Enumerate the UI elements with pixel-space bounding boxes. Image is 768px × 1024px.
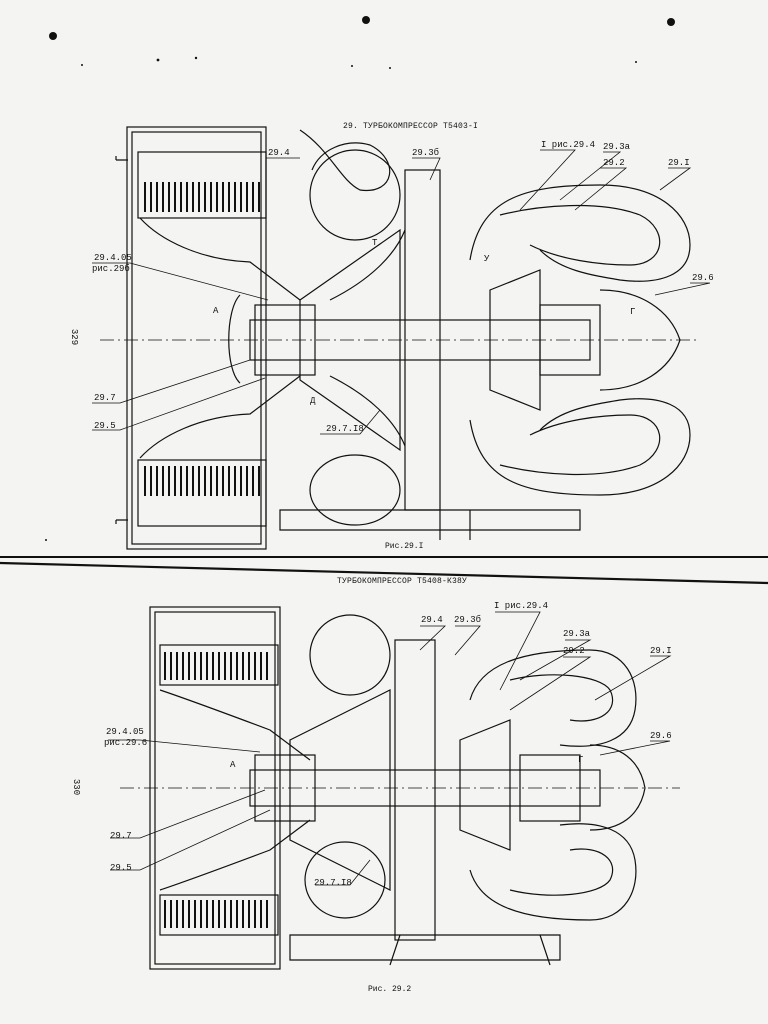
fig1-label-29-6: 29.6	[692, 273, 714, 283]
fig1-label-G: Г	[630, 307, 636, 317]
fig2-lines	[108, 606, 680, 970]
fig1-caption: Рис.29.I	[385, 542, 424, 551]
fig2-label-29-7: 29.7	[110, 831, 132, 841]
fig1-label-ris-29b: рис.29б	[92, 264, 130, 274]
fig2-label-29-5: 29.5	[110, 863, 132, 873]
fig2-label-29-4: 29.4	[421, 615, 443, 625]
fig1-label-29-1: 29.I	[668, 158, 690, 168]
fig1-label-29-7-18: 29.7.I8	[326, 424, 364, 434]
fig1-label-29-4: 29.4	[268, 148, 290, 158]
fig2-label-29-7-18: 29.7.I8	[314, 878, 352, 888]
fig1-label-D: Д	[310, 396, 316, 406]
fig1-label-ref: I рис.29.4	[541, 140, 596, 150]
fig2-label-29-3b: 29.3б	[454, 615, 482, 625]
fig1-page-number: 329	[69, 328, 80, 346]
fig2-label-29-2: 29.2	[563, 646, 585, 656]
fig1-label-29-3b: 29.3б	[412, 148, 440, 158]
fig1-label-29-5: 29.5	[94, 421, 116, 431]
fig1-label-29-4-05: 29.4.05	[94, 253, 132, 263]
fig2-label-ref: I рис.29.4	[494, 601, 549, 611]
fig2-label-A: А	[230, 760, 236, 770]
fig1-label-29-3a: 29.3а	[603, 142, 631, 152]
fig2-title: ТУРБОКОМПРЕССОР Т5408-К38У	[337, 577, 468, 586]
fig1-label-A: А	[213, 306, 219, 316]
fig2-label-29-1: 29.I	[650, 646, 672, 656]
fig2-caption: Рис. 29.2	[368, 985, 412, 994]
fig2-label-ris-29-6: рис.29.6	[104, 738, 148, 748]
binder-marks	[49, 16, 675, 69]
fig1-label-T: Т	[372, 238, 378, 248]
fig1-lines	[92, 126, 711, 550]
fig1-label-29-2: 29.2	[603, 158, 625, 168]
fig2-label-29-4-05: 29.4.05	[106, 727, 144, 737]
fig2-page-number: 330	[71, 778, 82, 796]
fig1-title: 29. ТУРБОКОМПРЕССОР Т5403-I	[343, 122, 479, 131]
fig2-label-29-3a: 29.3а	[563, 629, 591, 639]
fig2-label-29-6: 29.6	[650, 731, 672, 741]
fig1-label-U: У	[484, 254, 490, 264]
fig2-label-G: Г	[578, 755, 584, 765]
fig1-label-29-7: 29.7	[94, 393, 116, 403]
